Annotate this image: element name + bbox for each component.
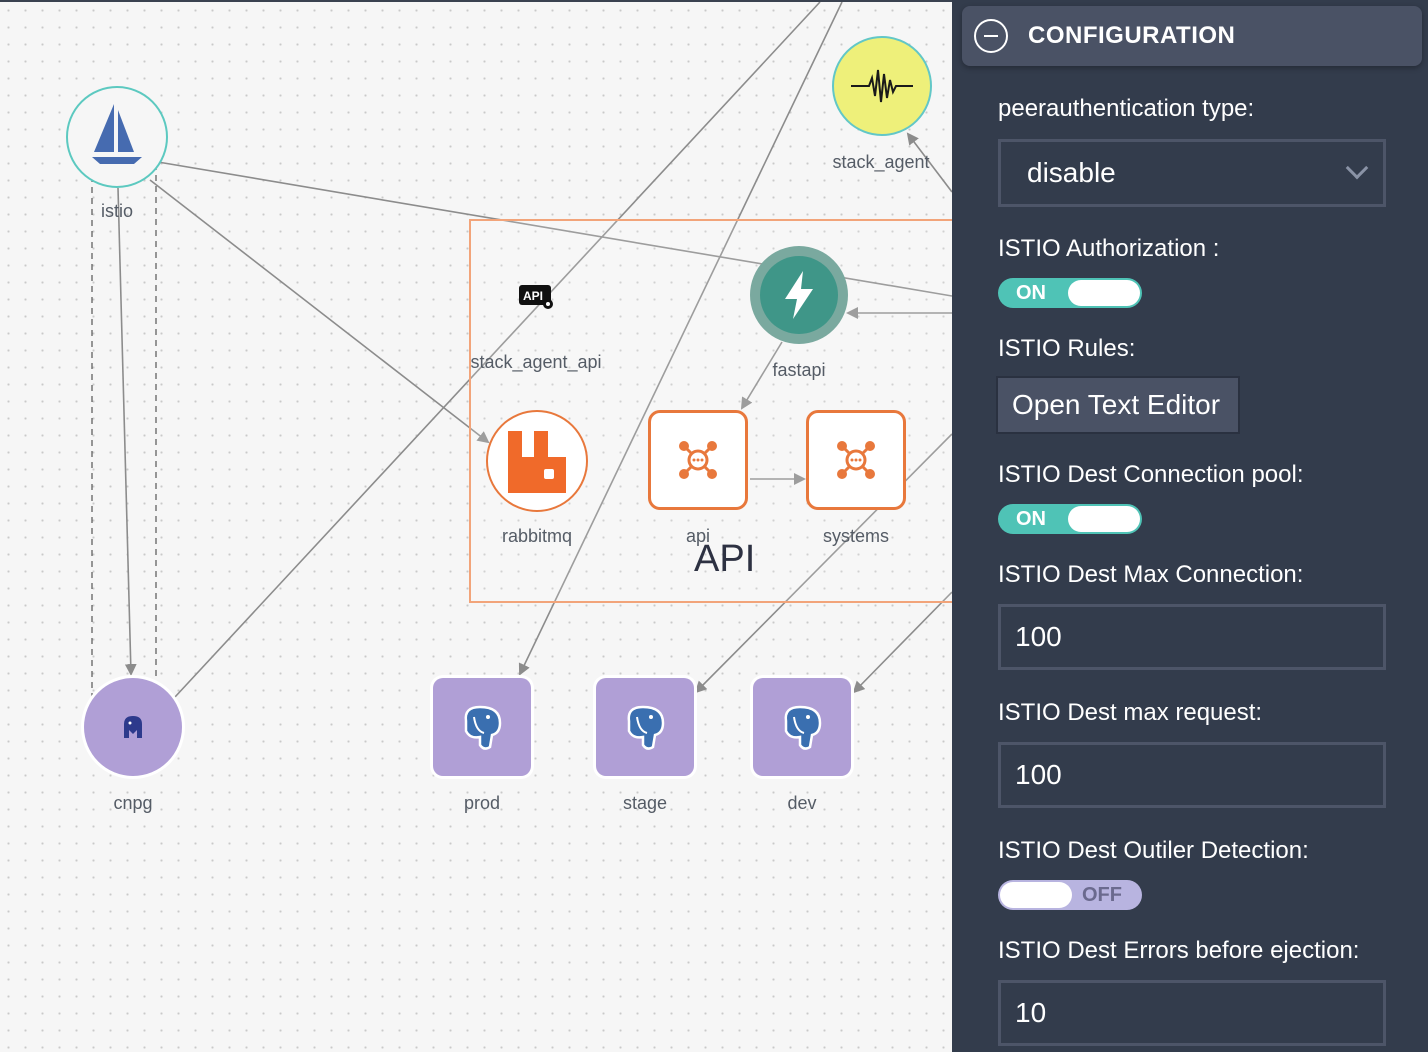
conn-pool-label: ISTIO Dest Connection pool:	[998, 461, 1304, 488]
dev-node[interactable]	[753, 678, 851, 776]
configuration-panel: CONFIGURATION peerauthentication type: d…	[952, 0, 1428, 1052]
authorization-toggle-state: ON	[1016, 282, 1046, 304]
rabbitmq-label: rabbitmq	[501, 526, 573, 546]
edge-istio-cnpg[interactable]	[117, 187, 137, 676]
errors-value: 10	[1015, 997, 1047, 1028]
edge-cnpg-offscreen[interactable]	[174, 2, 821, 698]
open-text-editor-button[interactable]: Open Text Editor	[996, 376, 1240, 434]
outlier-toggle[interactable]: OFF	[998, 880, 1142, 910]
api-badge-text: API	[523, 289, 543, 303]
edges-layer	[91, 2, 952, 703]
api-label: api	[685, 526, 711, 546]
rabbitmq-node[interactable]	[486, 410, 588, 512]
peerauth-value: disable	[1027, 157, 1116, 188]
edge-offscreen-stack-agent[interactable]	[906, 132, 952, 193]
max-req-label: ISTIO Dest max request:	[998, 699, 1263, 726]
elephant-icon	[124, 716, 142, 738]
api-node[interactable]	[648, 410, 748, 510]
collapse-icon[interactable]	[974, 19, 1008, 53]
peerauth-select[interactable]: disable	[998, 139, 1386, 207]
max-req-input[interactable]: 100	[998, 742, 1386, 808]
edge-offscreen-dev[interactable]	[852, 591, 952, 694]
selection-box	[91, 161, 157, 703]
fastapi-node[interactable]	[750, 246, 848, 344]
stage-label: stage	[622, 793, 668, 813]
stack-agent-api-node[interactable]: API	[519, 284, 555, 312]
edge-istio-rabbitmq[interactable]	[149, 179, 490, 444]
chevron-down-icon	[1345, 156, 1369, 180]
authorization-label: ISTIO Authorization :	[998, 235, 1220, 262]
lightning-icon	[785, 271, 813, 319]
errors-input[interactable]: 10	[998, 980, 1386, 1046]
max-conn-label: ISTIO Dest Max Connection:	[998, 561, 1304, 588]
postgres-elephant-icon	[627, 705, 665, 750]
cnpg-label: cnpg	[113, 793, 153, 813]
rules-label: ISTIO Rules:	[998, 335, 1136, 362]
istio-node[interactable]	[66, 86, 168, 188]
peerauth-label: peerauthentication type:	[998, 95, 1255, 122]
postgres-elephant-icon	[784, 705, 822, 750]
stack-agent-node[interactable]	[832, 36, 932, 136]
conn-pool-toggle[interactable]: ON	[998, 504, 1142, 534]
dev-label: dev	[787, 793, 817, 813]
rabbitmq-icon	[508, 431, 566, 493]
max-req-value: 100	[1015, 759, 1062, 790]
prod-node[interactable]	[433, 678, 531, 776]
systems-node[interactable]	[806, 410, 906, 510]
postgres-elephant-icon	[464, 705, 502, 750]
stack-agent-label: stack_agent	[832, 152, 930, 172]
errors-label: ISTIO Dest Errors before ejection:	[998, 937, 1360, 964]
systems-hub-icon	[837, 441, 875, 479]
prod-label: prod	[463, 793, 501, 813]
toggle-knob	[1000, 882, 1072, 908]
systems-label: systems	[822, 526, 890, 546]
diagram-canvas[interactable]: API istio stack_agent API stack_agent_ap…	[0, 0, 952, 1052]
outlier-label: ISTIO Dest Outiler Detection:	[998, 837, 1309, 864]
api-group-label: API	[694, 538, 756, 580]
edge-fastapi-api[interactable]	[740, 341, 783, 410]
max-conn-value: 100	[1015, 621, 1062, 652]
panel-header: CONFIGURATION	[962, 6, 1422, 66]
conn-pool-toggle-state: ON	[1016, 508, 1046, 530]
istio-label: istio	[100, 201, 134, 221]
authorization-toggle[interactable]: ON	[998, 278, 1142, 308]
istio-sail-icon	[92, 104, 142, 164]
edge-offscreen-stage[interactable]	[694, 433, 952, 694]
fastapi-label: fastapi	[772, 360, 826, 380]
fastapi-inner	[760, 256, 838, 334]
stage-node[interactable]	[596, 678, 694, 776]
api-gear-icon: API	[519, 285, 553, 309]
api-hub-icon	[679, 441, 717, 479]
max-conn-input[interactable]: 100	[998, 604, 1386, 670]
edge-offscreen-prod[interactable]	[518, 2, 843, 676]
stack-agent-api-label: stack_agent_api	[470, 352, 602, 372]
panel-title: CONFIGURATION	[1028, 22, 1236, 49]
waveform-icon	[851, 69, 913, 103]
outlier-toggle-state: OFF	[1082, 884, 1122, 906]
toggle-knob	[1068, 506, 1140, 532]
toggle-knob	[1068, 280, 1140, 306]
cnpg-node[interactable]	[84, 678, 182, 776]
